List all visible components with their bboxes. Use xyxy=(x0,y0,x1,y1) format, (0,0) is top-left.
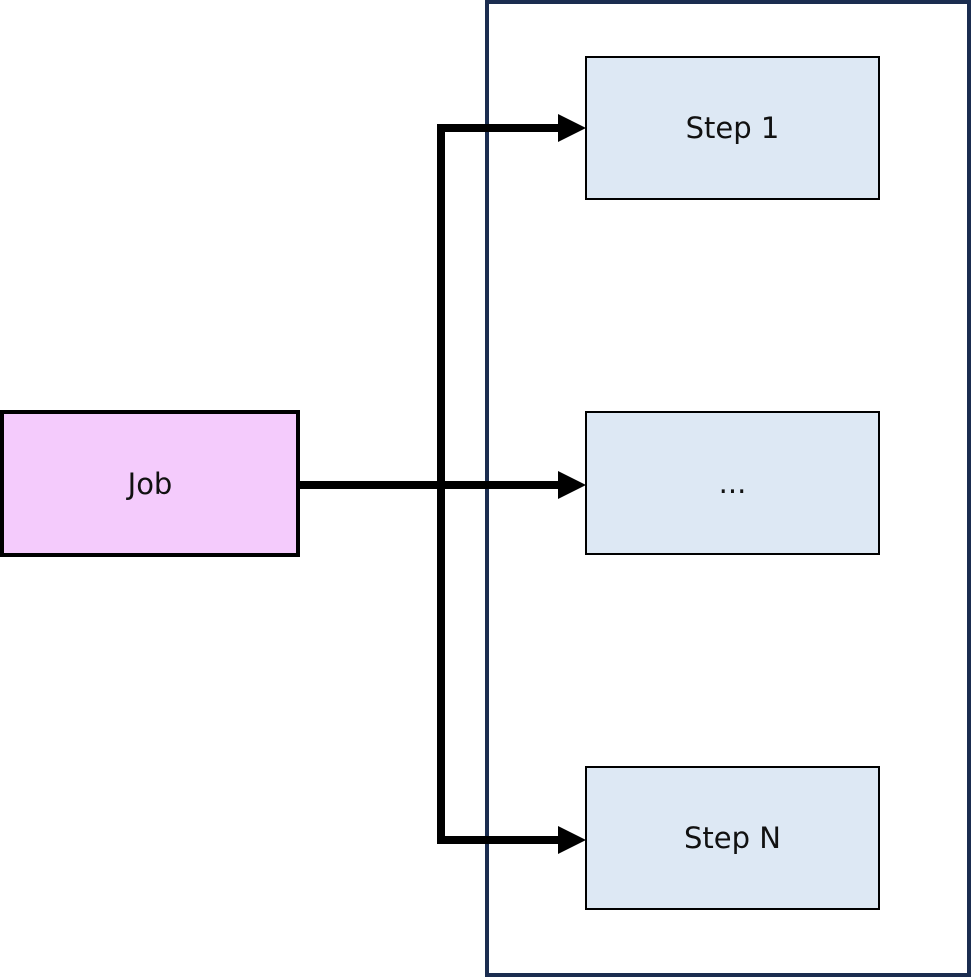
arrowhead-step-n xyxy=(558,826,586,854)
step-node-n: Step N xyxy=(585,766,880,910)
step-node-1: Step 1 xyxy=(585,56,880,200)
step-label: ... xyxy=(718,466,747,500)
connector-vertical-trunk xyxy=(437,124,560,844)
step-label: Step N xyxy=(684,821,781,855)
arrowhead-step-1 xyxy=(558,114,586,142)
step-node-middle: ... xyxy=(585,411,880,555)
job-node: Job xyxy=(0,410,300,557)
job-label: Job xyxy=(127,466,173,501)
step-label: Step 1 xyxy=(685,111,780,145)
arrowhead-step-middle xyxy=(558,471,586,499)
